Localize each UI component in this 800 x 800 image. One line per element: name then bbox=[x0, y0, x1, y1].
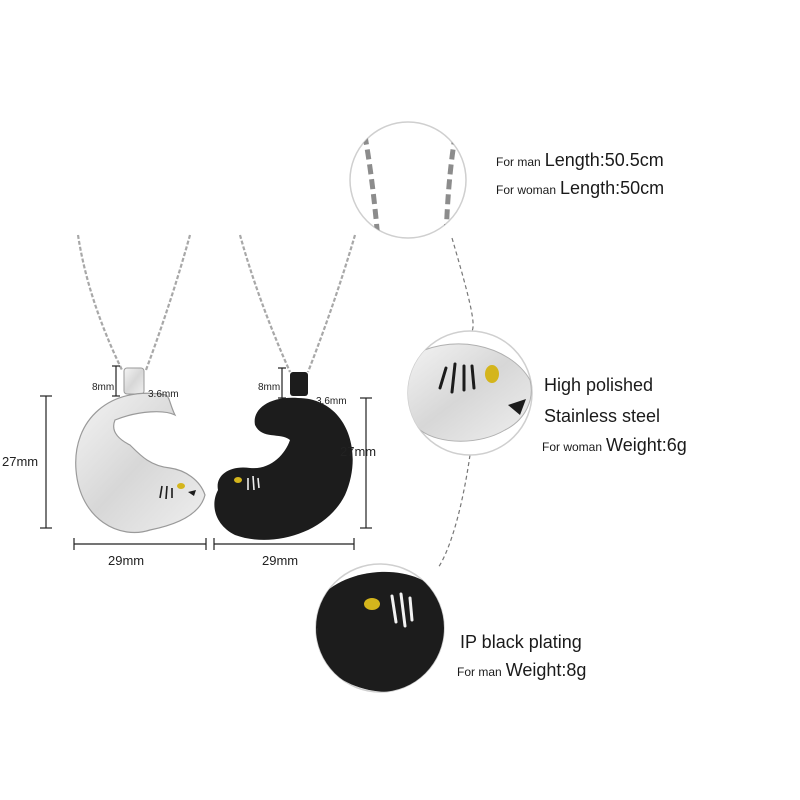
white-spec-line1: High polished bbox=[544, 375, 654, 395]
black-weight: Weight:8g bbox=[505, 660, 587, 680]
black-pendant-width: 29mm bbox=[262, 553, 298, 568]
black-pendant-chain bbox=[238, 234, 357, 373]
chain-man-label: For man bbox=[496, 155, 541, 169]
white-cat-eye bbox=[177, 483, 185, 489]
black-cat-detail-circle bbox=[315, 563, 445, 693]
white-detail-eye bbox=[485, 365, 499, 383]
white-cat-detail-circle bbox=[407, 330, 533, 456]
white-pendant-bail bbox=[123, 367, 145, 395]
white-woman-label: For woman bbox=[542, 440, 603, 454]
black-man-label: For man bbox=[457, 665, 502, 679]
chain-detail-circle bbox=[349, 121, 467, 239]
white-pendant-height: 27mm bbox=[2, 454, 38, 469]
white-pendant-chain bbox=[76, 234, 192, 371]
white-cat-nose bbox=[188, 490, 196, 496]
black-bail-width: 3.6mm bbox=[316, 396, 347, 407]
black-detail-eye bbox=[364, 598, 380, 610]
black-pendant-height: 27mm bbox=[340, 444, 376, 459]
black-bail-height: 8mm bbox=[258, 382, 280, 393]
black-pendant-bail bbox=[290, 372, 308, 396]
white-pendant-dimension-lines bbox=[40, 365, 207, 550]
chain-woman-length: Length:50cm bbox=[560, 178, 665, 198]
black-pendant-dimension-lines bbox=[213, 367, 372, 550]
chain-man-length: Length:50.5cm bbox=[544, 150, 664, 170]
white-weight: Weight:6g bbox=[606, 435, 687, 455]
white-detail-nose bbox=[508, 399, 526, 415]
black-cat-pendant bbox=[214, 372, 353, 540]
black-cat-eye bbox=[234, 477, 242, 483]
white-bail-height: 8mm bbox=[92, 382, 114, 393]
white-spec-line2: Stainless steel bbox=[544, 406, 661, 426]
chain-woman-label: For woman bbox=[496, 183, 557, 197]
black-spec-line1: IP black plating bbox=[460, 632, 582, 652]
white-cat-pendant bbox=[75, 367, 206, 534]
white-bail-width: 3.6mm bbox=[148, 389, 179, 400]
white-pendant-width: 29mm bbox=[108, 553, 144, 568]
detail-connector-line bbox=[437, 237, 474, 569]
